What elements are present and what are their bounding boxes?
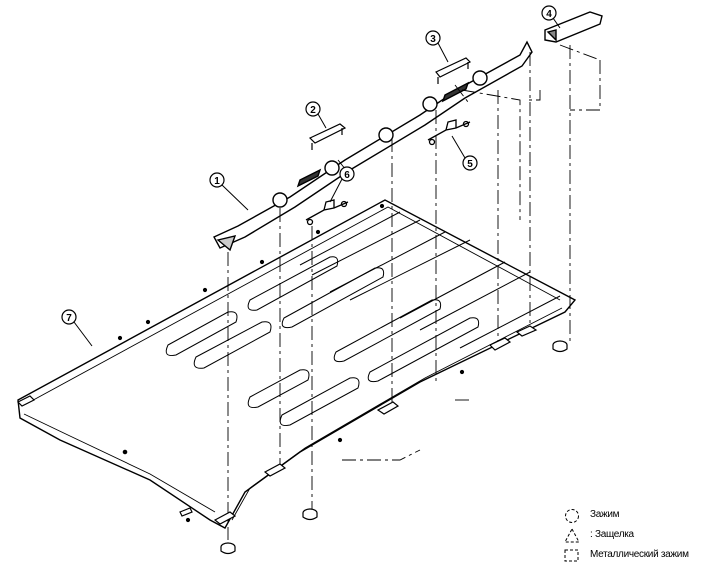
callout-3-label: 3 xyxy=(430,34,436,45)
rail-end-cap xyxy=(544,11,603,43)
callout-7-label: 7 xyxy=(66,313,72,324)
legend: Зажим : Защелка Металлический зажим xyxy=(562,500,720,573)
callout-2: 2 xyxy=(305,101,327,129)
callout-2-label: 2 xyxy=(310,105,316,116)
callout-4: 4 xyxy=(541,5,561,29)
legend-row-metal-clip: Металлический зажим xyxy=(562,546,720,566)
callout-6: 6 xyxy=(329,166,355,203)
clip-symbol-icon xyxy=(565,509,579,523)
clip-bracket-2 xyxy=(308,123,347,150)
loose-clips xyxy=(220,340,568,555)
latch-symbol-icon xyxy=(564,527,580,543)
callout-3: 3 xyxy=(425,30,449,63)
legend-row-latch: : Защелка xyxy=(562,526,720,546)
callout-5-label: 5 xyxy=(467,159,473,170)
headliner-panel xyxy=(17,199,577,529)
callout-1-label: 1 xyxy=(214,176,220,187)
metal-bracket-6 xyxy=(305,199,349,226)
callout-6-label: 6 xyxy=(344,170,350,181)
clip-bracket-3 xyxy=(435,57,472,84)
callout-1: 1 xyxy=(209,172,249,211)
roof-rail-trim xyxy=(213,40,533,252)
assembly-guide-lines xyxy=(227,44,601,540)
legend-metal-clip-label: Металлический зажим xyxy=(590,549,689,560)
legend-clip-label: Зажим xyxy=(590,509,620,520)
legend-latch-label: : Защелка xyxy=(590,529,634,540)
callout-4-label: 4 xyxy=(546,9,552,20)
headliner-ribs xyxy=(165,211,561,426)
legend-row-clip: Зажим xyxy=(562,506,720,526)
metal-bracket-5 xyxy=(427,119,471,146)
panel-latches xyxy=(16,325,538,525)
metal-clip-symbol-icon xyxy=(564,549,579,562)
callout-7: 7 xyxy=(61,309,93,347)
callout-5: 5 xyxy=(451,135,478,171)
